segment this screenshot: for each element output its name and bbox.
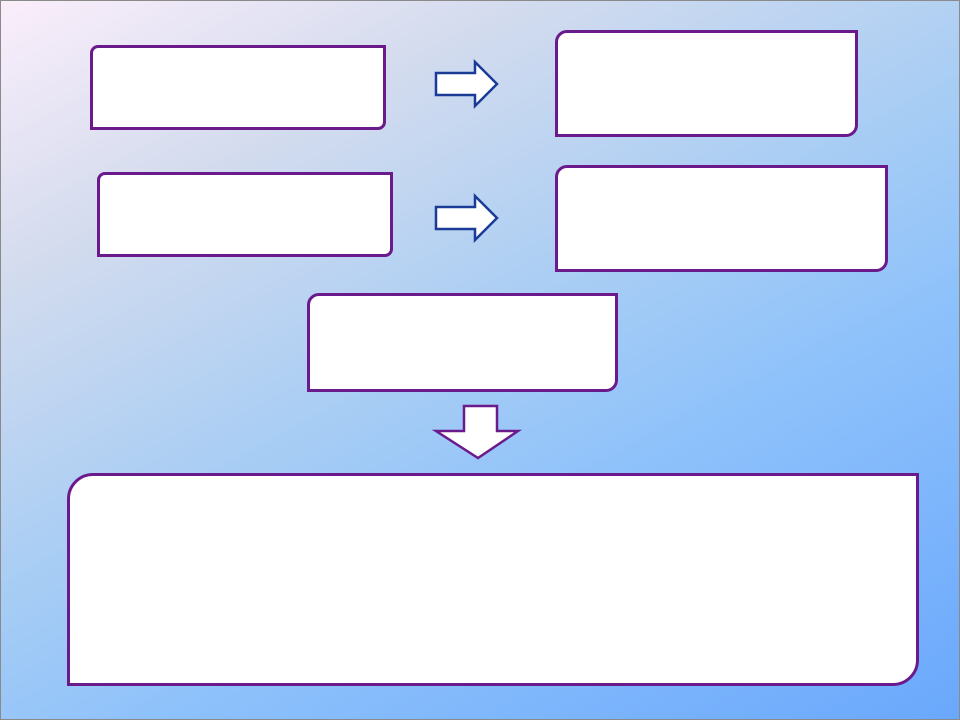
flow-box-top-left: [90, 45, 386, 130]
arrow-down-icon: [431, 404, 523, 460]
flow-box-middle-right: [555, 165, 888, 272]
flow-box-bottom-summary: [67, 473, 919, 686]
arrow-right-icon: [434, 192, 499, 244]
flow-box-top-right: [555, 30, 858, 137]
arrow-right-icon: [434, 58, 499, 110]
flow-box-center: [307, 293, 618, 392]
flow-box-middle-left: [97, 172, 393, 257]
